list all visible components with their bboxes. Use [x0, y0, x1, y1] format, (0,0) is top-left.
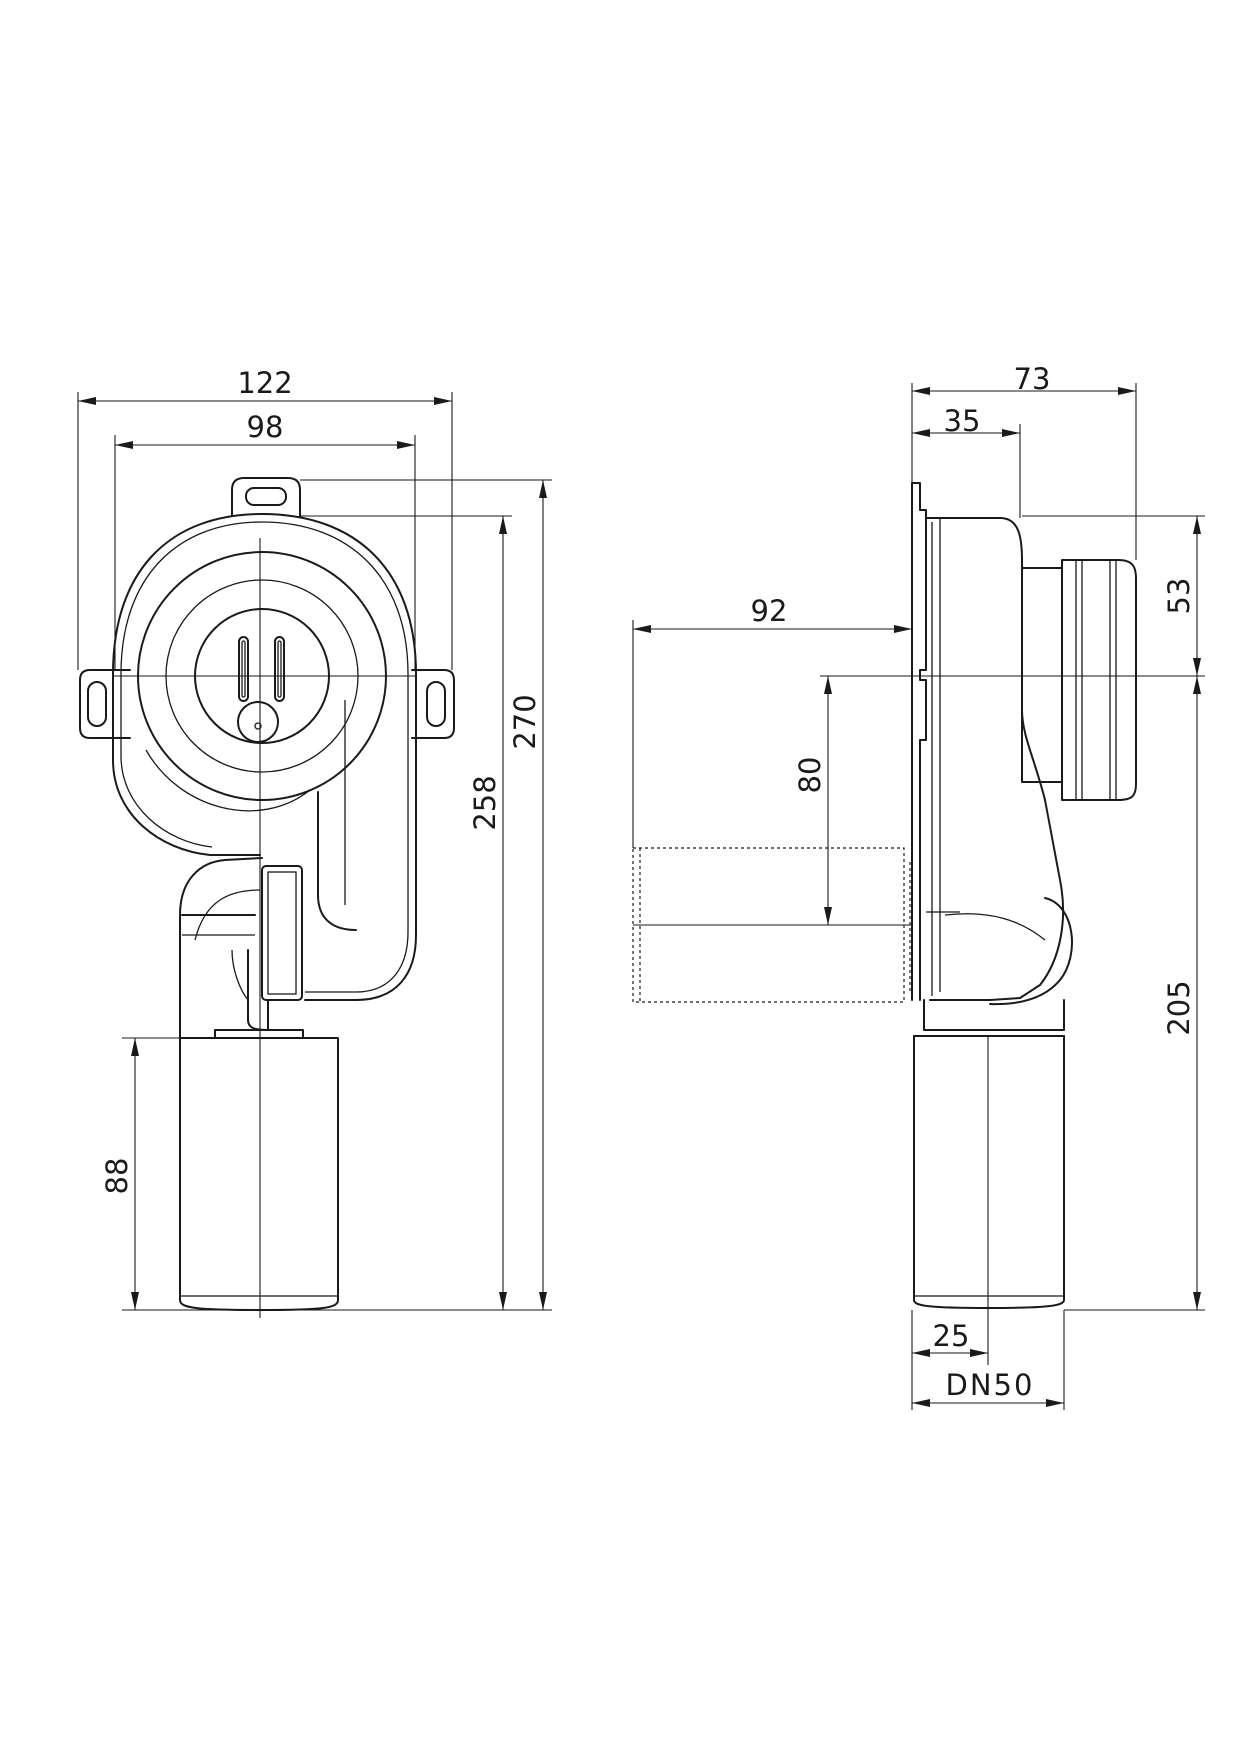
side-dimension-lines	[633, 387, 1201, 1407]
dim-trap-height: 258	[468, 775, 502, 830]
dim-inlet-height: 53	[1162, 578, 1196, 615]
mounting-plate	[911, 482, 927, 1001]
front-extension-lines	[77, 392, 552, 1311]
dim-wall-offset: 92	[751, 594, 788, 628]
drain-grate	[237, 636, 285, 743]
side-view: 73 35 53 92 80 205 25 DN50	[632, 362, 1205, 1410]
dim-tube-offset: 25	[933, 1319, 970, 1353]
front-centerlines	[113, 538, 416, 1318]
dip-tube	[179, 1029, 339, 1311]
dim-overall-width: 122	[237, 366, 292, 400]
dim-overall-depth: 73	[1014, 362, 1051, 396]
side-trap-body	[925, 517, 1073, 1006]
dim-dip-tube-length: 88	[100, 1158, 134, 1195]
dim-outlet-height: 205	[1162, 980, 1196, 1035]
dim-body-depth: 35	[944, 404, 981, 438]
side-centerlines	[912, 675, 1200, 1310]
lower-elbow	[179, 857, 303, 1041]
right-fixing-lug	[411, 669, 455, 739]
side-extension-lines	[632, 383, 1205, 1410]
front-view: 122 98 270 258 88	[77, 366, 552, 1318]
front-dimension-lines	[78, 397, 547, 1310]
hidden-wall-pipe	[632, 847, 912, 1003]
side-outlet-tube	[913, 999, 1065, 1309]
dim-fixing-width: 98	[247, 410, 284, 444]
trap-body	[112, 513, 417, 1001]
left-fixing-lug	[79, 669, 131, 739]
dim-outlet-drop: 80	[793, 757, 827, 794]
inlet-spigot	[1021, 559, 1137, 801]
dim-outlet-size: DN50	[946, 1368, 1035, 1402]
top-hanging-lug	[231, 477, 301, 517]
dim-overall-height: 270	[508, 694, 542, 749]
